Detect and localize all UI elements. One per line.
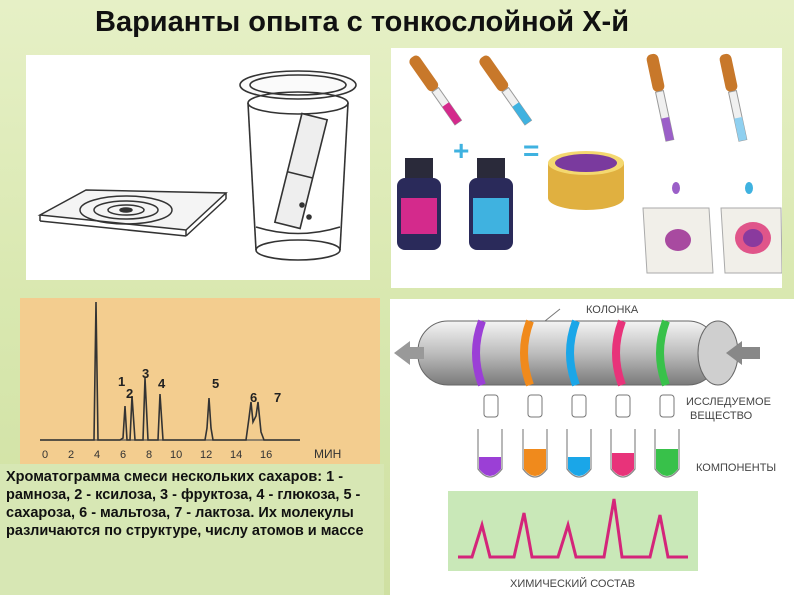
spot-card-purple bbox=[642, 207, 714, 274]
peak-label-4: 4 bbox=[158, 376, 166, 391]
pipette-purple bbox=[646, 53, 675, 142]
peak-labels: 1 2 3 4 5 6 7 bbox=[118, 366, 281, 405]
sugar-chromatogram: 1 2 3 4 5 6 7 0 2 4 6 8 10 12 14 16 МИН bbox=[20, 298, 380, 468]
bottle-magenta bbox=[397, 158, 441, 250]
dye-mixing-illustration: + = bbox=[391, 48, 782, 288]
pipette-magenta bbox=[409, 55, 463, 126]
equals-sign: = bbox=[523, 135, 539, 166]
x-tick-16: 16 bbox=[260, 449, 272, 461]
x-tick-6: 6 bbox=[120, 449, 126, 461]
x-tick-2: 2 bbox=[68, 449, 74, 461]
caption-box: Хроматограмма смеси нескольких сахаров: … bbox=[0, 464, 384, 595]
band-orange bbox=[520, 319, 534, 387]
x-tick-0: 0 bbox=[42, 449, 48, 461]
column-chromatography-diagram: КОЛОНКА ИССЛЕДУЕМОЕ ВЕЩЕСТВО bbox=[390, 299, 794, 595]
x-tick-10: 10 bbox=[170, 449, 182, 461]
peak-label-3: 3 bbox=[142, 366, 149, 381]
band-green bbox=[656, 319, 670, 387]
chromatogram-caption: Хроматограмма смеси нескольких сахаров: … bbox=[6, 469, 364, 539]
inflow-arrow bbox=[726, 341, 760, 365]
chromatogram-trace bbox=[40, 301, 300, 441]
substance-label-line2: ВЕЩЕСТВО bbox=[690, 410, 753, 422]
developing-jar-drawing bbox=[239, 70, 357, 261]
components-label: КОМПОНЕНТЫ bbox=[696, 462, 776, 474]
peak-label-6: 6 bbox=[250, 390, 257, 405]
x-tick-12: 12 bbox=[200, 449, 212, 461]
x-tick-14: 14 bbox=[230, 449, 242, 461]
x-tick-4: 4 bbox=[94, 449, 100, 461]
peak-label-2: 2 bbox=[126, 386, 133, 401]
tlc-plate-drawing bbox=[37, 189, 228, 237]
tlc-apparatus-illustration bbox=[26, 55, 370, 280]
drip-valves bbox=[483, 394, 675, 418]
band-pink bbox=[612, 319, 626, 387]
band-blue bbox=[566, 319, 580, 387]
spot-card-separated bbox=[720, 207, 782, 274]
purple-mixture-dish bbox=[548, 151, 624, 210]
outflow-arrow bbox=[394, 341, 424, 365]
plus-sign: + bbox=[453, 135, 469, 166]
substance-label-line1: ИССЛЕДУЕМОЕ bbox=[686, 396, 771, 408]
composition-label: ХИМИЧЕСКИЙ СОСТАВ bbox=[510, 577, 635, 590]
band-purple bbox=[472, 319, 486, 387]
x-axis-unit: МИН bbox=[314, 447, 341, 461]
pipette-cyan bbox=[479, 55, 533, 126]
collection-tubes bbox=[477, 429, 680, 478]
x-axis-ticks: 0 2 4 6 8 10 12 14 16 МИН bbox=[42, 447, 341, 461]
composition-trace bbox=[458, 498, 688, 559]
column-label: КОЛОНКА bbox=[586, 304, 639, 316]
composition-chart-box bbox=[448, 491, 698, 571]
bottle-cyan bbox=[469, 158, 513, 250]
peak-label-7: 7 bbox=[274, 390, 281, 405]
pipette-light-blue bbox=[719, 53, 748, 142]
peak-label-5: 5 bbox=[212, 376, 219, 391]
column-bands bbox=[472, 319, 670, 387]
peak-label-1: 1 bbox=[118, 374, 125, 389]
slide-title: Варианты опыта с тонкослойной Х-й bbox=[95, 6, 630, 38]
x-tick-8: 8 bbox=[146, 449, 152, 461]
